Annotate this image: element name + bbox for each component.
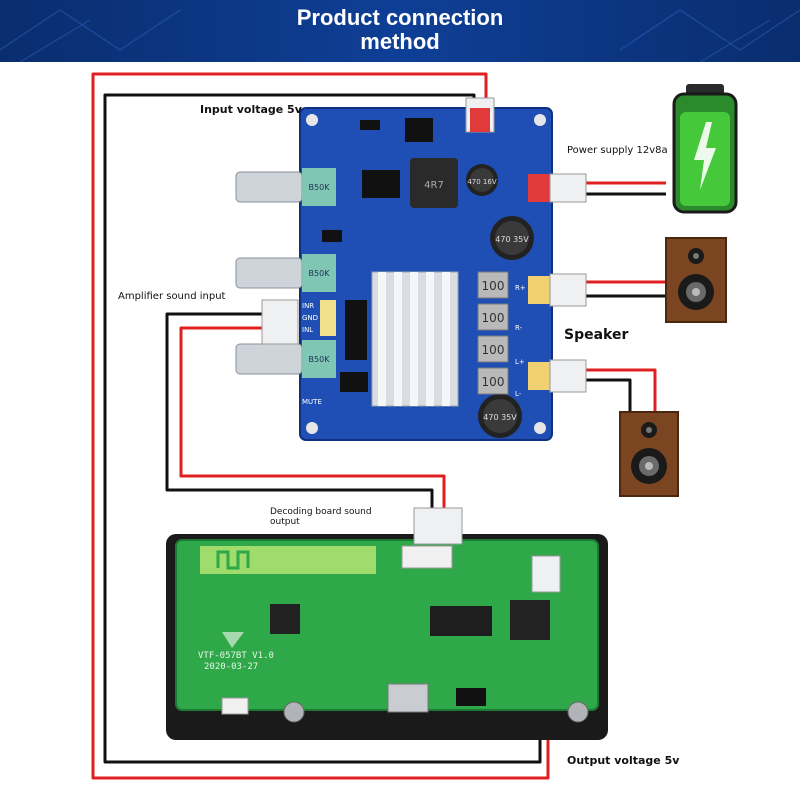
speaker-icon [665, 237, 727, 323]
label-decoding-output-line1: Decoding board sound [270, 507, 372, 517]
svg-text:100: 100 [482, 311, 505, 325]
wires [91, 72, 666, 780]
label-decoding-output-line2: output [270, 517, 300, 527]
connector-icon [528, 173, 587, 203]
title-line-1: Product connection [296, 5, 504, 30]
connector-icon [531, 555, 561, 593]
label-amplifier-input: Amplifier sound input [118, 291, 226, 302]
decoder-model: VTF-057BT V1.0 [198, 651, 274, 661]
pin-l-plus: L+ [515, 358, 525, 366]
capacitor-1: 470 16V [466, 164, 498, 196]
label-input-voltage: Input voltage 5v [200, 103, 302, 116]
potentiometer-icon[interactable]: B50K [235, 168, 336, 206]
svg-text:100: 100 [482, 279, 505, 293]
svg-text:100: 100 [482, 343, 505, 357]
amplifier-board: 4R7 470 16V 470 35V 470 35V [235, 97, 587, 441]
pin-r-minus: R- [515, 324, 523, 332]
connector-icon [528, 359, 587, 393]
connector-icon [261, 299, 336, 345]
pin-l-minus: L- [515, 390, 522, 398]
page-title: Product connection method [0, 6, 800, 54]
wire-spk2-red [586, 368, 657, 412]
connector-icon [528, 273, 587, 307]
pin-inl: INL [302, 326, 313, 334]
chip-mark: 4R7 [424, 180, 444, 191]
pin-r-plus: R+ [515, 284, 526, 292]
speaker-icon [619, 411, 679, 497]
capacitor-2: 470 35V [490, 216, 534, 260]
pot-label-1: B50K [309, 183, 331, 192]
wire-5v-red [91, 72, 550, 780]
pin-inr: INR [302, 302, 314, 310]
connector-icon [465, 97, 495, 133]
battery-icon [672, 84, 738, 214]
decoder-board: VTF-057BT V1.0 2020-03-27 [166, 507, 608, 740]
potentiometer-icon[interactable]: B50K [235, 340, 336, 378]
svg-text:470 16V: 470 16V [467, 178, 496, 186]
title-line-2: method [360, 29, 440, 54]
svg-text:470 35V: 470 35V [483, 413, 517, 422]
label-decoding-output: Decoding board sound output [270, 507, 372, 527]
label-output-voltage: Output voltage 5v [567, 754, 680, 767]
pot-label-2: B50K [309, 269, 331, 278]
potentiometer-icon[interactable]: B50K [235, 254, 336, 292]
banner-pattern [0, 9, 800, 62]
header-banner: Product connection method [0, 0, 800, 62]
pin-gnd: GND [302, 314, 318, 322]
label-speaker: Speaker [564, 327, 629, 343]
svg-text:100: 100 [482, 375, 505, 389]
connector-icon [413, 507, 463, 545]
brand-logo [222, 632, 244, 648]
heatsink-icon [371, 271, 459, 407]
wire-spk2-black [586, 378, 632, 412]
label-power-supply: Power supply 12v8a [567, 145, 668, 156]
wire-audio-red [179, 326, 446, 508]
inductors: 100 100 100 100 [477, 271, 509, 395]
svg-text:470 35V: 470 35V [495, 235, 529, 244]
capacitor-3: 470 35V [478, 394, 522, 438]
decoder-date: 2020-03-27 [204, 662, 258, 672]
wire-audio-black [165, 312, 434, 508]
mute-label: MUTE [302, 398, 322, 406]
pot-label-3: B50K [309, 355, 331, 364]
